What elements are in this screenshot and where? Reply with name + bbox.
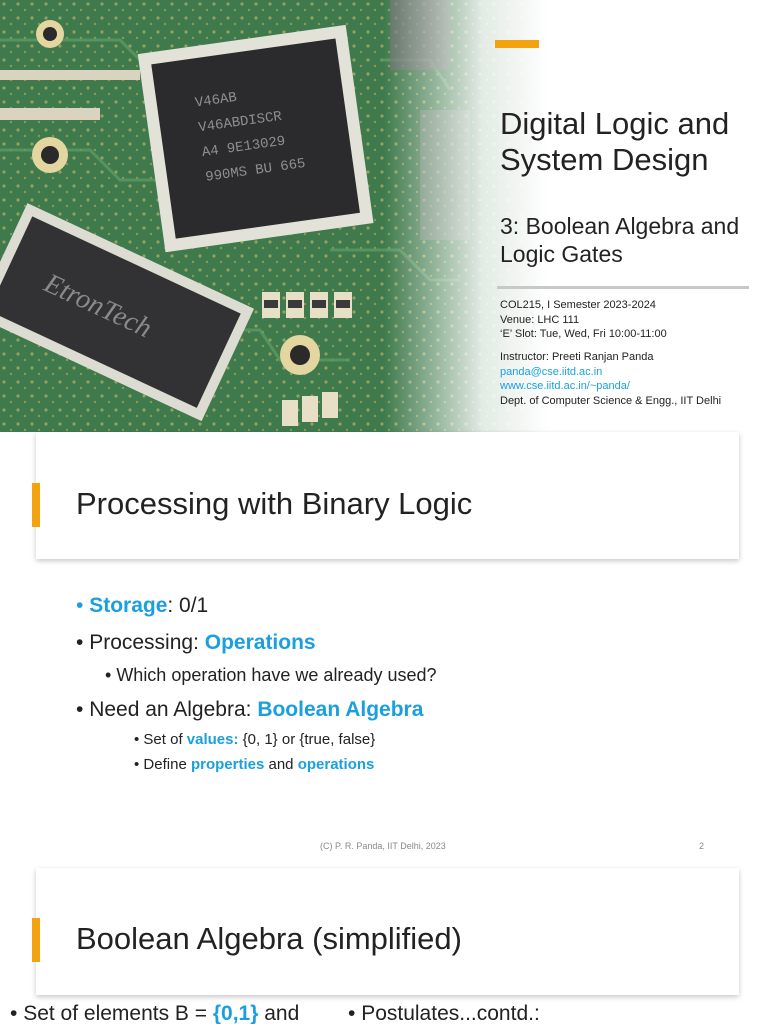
instructor-email-link[interactable]: panda@cse.iitd.ac.in [500,365,603,378]
set-elements-prefix: Set of elements B = [23,1002,213,1024]
slide-title: Processing with Binary Logic [76,486,473,521]
bullet-dot: • [76,594,90,617]
instructor-name: Instructor: Preeti Ranjan Panda [500,351,654,363]
properties-keyword: properties [190,756,265,773]
title-accent-bar [495,40,539,48]
venue: Venue: LHC 111 [500,313,580,326]
sub-bullet-text: Which operation have we already used? [116,665,437,685]
bullet-processing: • Processing: Operations [76,631,316,655]
title-accent-bar [32,918,40,962]
course-code: COL215, I Semester 2023-2024 [500,299,656,311]
bullet-storage: • Storage: 0/1 [76,594,208,618]
processing-label: Processing: [89,631,205,654]
bullet-set-of-elements: • Set of elements B = {0,1} and [10,1002,299,1024]
bullet-dot: • [134,756,144,773]
bullet-dot: • [105,665,117,685]
sub-bullet-set-of-values: • Set of values: {0, 1} or {true, false} [134,731,375,748]
storage-value: : 0/1 [167,594,209,617]
bullet-need-algebra: • Need an Algebra: Boolean Algebra [76,698,423,722]
sub-bullet-prefix: Set of [143,731,187,748]
instructor-website-link[interactable]: www.cse.iitd.ac.in/~panda/ [500,380,630,392]
slide-title-box: Boolean Algebra (simplified) [32,868,739,995]
bullet-postulates: • Postulates...contd.: [348,1002,540,1024]
values-keyword: values: [186,731,239,748]
slide-title-box: Processing with Binary Logic [32,432,739,559]
slide-boolean-algebra-simplified: Boolean Algebra (simplified) • Set of el… [0,864,768,1024]
storage-keyword: Storage [89,594,168,617]
slide-processing-binary-logic: Processing with Binary Logic • Storage: … [0,432,768,864]
circuit-board-photo: V46AB V46ABDISCR A4 9E13029 990MS BU 665… [0,0,548,432]
bullet-dot: • [76,698,90,721]
sub-bullet-define: • Define properties and operations [134,756,374,773]
title-accent-bar [32,483,40,527]
bullet-dot: • [348,1002,362,1024]
page-number: 2 [699,841,705,851]
slide-footer: (C) P. R. Panda, IIT Delhi, 2023 [320,841,446,851]
operations-keyword: Operations [204,631,316,654]
sub-bullet-which-operation: • Which operation have we already used? [105,665,437,686]
slide-title: Boolean Algebra (simplified) [76,921,462,956]
set-elements-suffix: and [258,1002,300,1024]
time-slot: ‘E’ Slot: Tue, Wed, Fri 10:00-11:00 [500,328,667,340]
boolean-algebra-keyword: Boolean Algebra [257,698,424,721]
define-prefix: Define [143,756,191,773]
department: Dept. of Computer Science & Engg., IIT D… [500,394,722,407]
course-info: COL215, I Semester 2023-2024 Venue: LHC … [500,298,762,342]
instructor-info: Instructor: Preeti Ranjan Panda panda@cs… [500,350,762,408]
postulates-text: Postulates...contd.: [361,1002,540,1024]
bullet-dot: • [134,731,144,748]
bullet-dot: • [76,631,90,654]
bullet-dot: • [10,1002,24,1024]
set-elements-value: {0,1} [212,1002,259,1024]
and-text: and [264,756,298,773]
title-slide: V46AB V46ABDISCR A4 9E13029 990MS BU 665… [0,0,768,432]
need-algebra-label: Need an Algebra: [89,698,258,721]
lecture-subtitle: 3: Boolean Algebra and Logic Gates [500,213,740,267]
operations-keyword-2: operations [297,756,375,773]
title-divider [497,286,749,289]
presentation-title: Digital Logic and System Design [500,106,730,177]
values-text: {0, 1} or {true, false} [238,731,376,748]
